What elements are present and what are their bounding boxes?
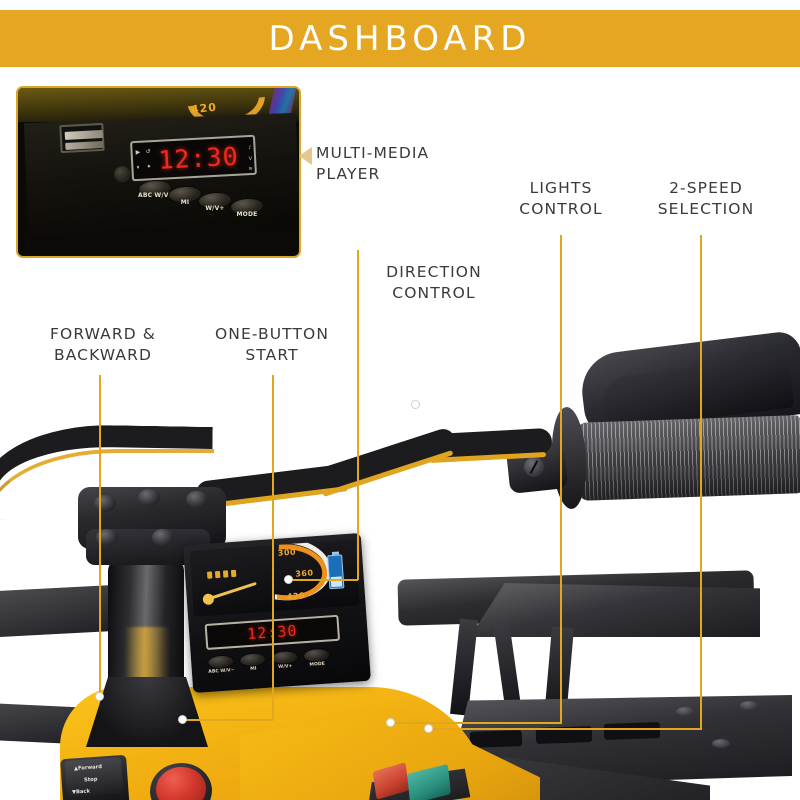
dashboard-button-row: ABC W/V− MI W/V+ MODE bbox=[206, 647, 331, 675]
lights-control-leader-line-h bbox=[392, 722, 562, 724]
dashboard-mode-button[interactable]: MODE bbox=[302, 647, 331, 668]
usb-port-icon[interactable] bbox=[59, 122, 105, 154]
gauge-needle-hub bbox=[202, 593, 215, 606]
lights-control-leader-line bbox=[560, 235, 562, 723]
led-status-icons: ▶ ⏸ ↺ ✦ bbox=[135, 148, 152, 171]
callout-multi-media-player: MULTI-MEDIA PLAYER bbox=[316, 144, 430, 183]
header-banner: DASHBOARD bbox=[0, 10, 800, 67]
multi-media-player-arrow-icon bbox=[299, 147, 312, 165]
handlebar-left-gold-stripe bbox=[0, 449, 214, 541]
callout-direction-control: DIRECTION CONTROL bbox=[386, 263, 482, 302]
forward-backward-marker-dot bbox=[95, 692, 104, 701]
dashboard-vol-up-button[interactable]: W/V+ bbox=[270, 649, 299, 670]
callout-one-button-start: ONE-BUTTON START bbox=[214, 325, 330, 364]
handlebar-marker-dot bbox=[411, 400, 420, 409]
dashboard-abc-button[interactable]: ABC W/V− bbox=[206, 654, 235, 675]
dashboard-console: 300 360 420 12:30 ABC W/V− MI W/V+ bbox=[183, 532, 371, 694]
one-button-start-leader-line bbox=[272, 375, 274, 720]
rack-stud bbox=[712, 739, 730, 748]
throttle-screw bbox=[524, 457, 544, 477]
inset-mi-label: MI bbox=[180, 199, 190, 206]
inset-abc-label: ABC W/V− bbox=[138, 192, 174, 199]
inset-detail-photo: 420 ▶ ⏸ ↺ ✦ 12:30 ♪ V ≡ ABC W/V− MI W/V+ bbox=[16, 86, 301, 258]
clamp-bolt bbox=[152, 529, 174, 546]
two-speed-leader-line-h bbox=[430, 728, 702, 730]
rocker-label-back: ▼Back bbox=[71, 788, 91, 796]
rocker-label-stop: Stop bbox=[83, 776, 98, 784]
one-button-start-marker-dot bbox=[178, 715, 187, 724]
clamp-bolt bbox=[94, 495, 116, 512]
dashboard-mi-button[interactable]: MI bbox=[238, 651, 267, 672]
led-right-icons: ♪ V ≡ bbox=[248, 144, 253, 173]
two-speed-marker-dot bbox=[424, 724, 433, 733]
page-title: DASHBOARD bbox=[268, 18, 532, 59]
clamp-bolt bbox=[96, 529, 118, 546]
product-photo: 300 360 420 12:30 ABC W/V− MI W/V+ bbox=[0, 67, 800, 800]
gauge-pip-row bbox=[206, 569, 237, 579]
two-speed-leader-line bbox=[700, 235, 702, 729]
lights-control-marker-dot bbox=[386, 718, 395, 727]
inset-led-value: 12:30 bbox=[157, 141, 240, 175]
inset-mode-label: MODE bbox=[236, 211, 258, 218]
inset-gauge-marking: 420 bbox=[190, 100, 218, 117]
grip-shading bbox=[574, 415, 800, 501]
clamp-bolt bbox=[186, 491, 208, 508]
one-button-start-leader-line-h bbox=[184, 719, 274, 721]
right-upper-rack-plate bbox=[470, 583, 760, 637]
clamp-bolt bbox=[138, 489, 160, 506]
callout-two-speed-selection: 2-SPEED SELECTION bbox=[657, 179, 755, 218]
direction-control-leader-line-h bbox=[290, 579, 358, 581]
rack-stud bbox=[676, 707, 694, 716]
direction-control-leader-line bbox=[357, 250, 359, 580]
rack-slot bbox=[469, 730, 523, 748]
rack-slot bbox=[603, 722, 661, 740]
rack-stud bbox=[740, 701, 758, 710]
callout-lights-control: LIGHTS CONTROL bbox=[519, 179, 603, 218]
inset-vol-up-label: W/V+ bbox=[205, 205, 225, 212]
forward-backward-leader-line bbox=[99, 375, 101, 695]
gauge-marking-420: 420 bbox=[286, 591, 306, 602]
battery-indicator-icon bbox=[327, 554, 345, 590]
gauge-needle bbox=[206, 581, 257, 601]
gauge-marking-300: 300 bbox=[277, 547, 297, 558]
atv-illustration: 300 360 420 12:30 ABC W/V− MI W/V+ bbox=[0, 67, 800, 800]
stem-base-flare bbox=[86, 677, 208, 747]
gauge-marking-360: 360 bbox=[295, 568, 314, 579]
handlebar-right-section bbox=[195, 421, 556, 507]
inset-led-display: ▶ ⏸ ↺ ✦ 12:30 ♪ V ≡ bbox=[130, 134, 257, 182]
callout-forward-backward: FORWARD & BACKWARD bbox=[50, 325, 156, 364]
direction-control-marker-dot bbox=[284, 575, 293, 584]
